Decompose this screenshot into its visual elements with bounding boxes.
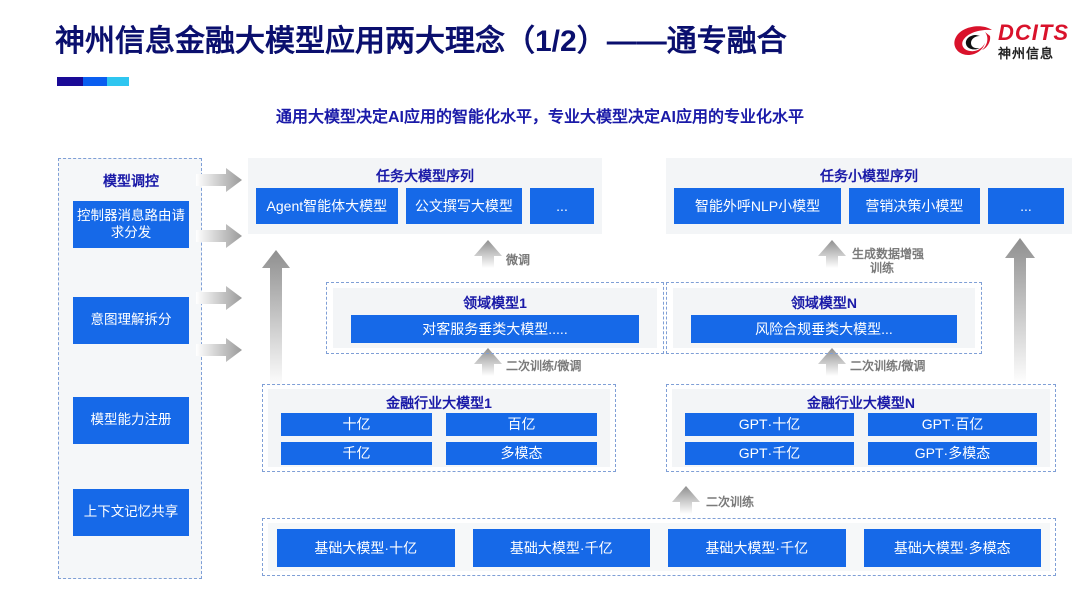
logo-cn-text: 神州信息 [998,46,1055,61]
industry-model-n-panel: 金融行业大模型N GPT·十亿 GPT·百亿 GPT·千亿 GPT·多模态 [666,384,1056,472]
base-model-chips: 基础大模型·十亿 基础大模型·千亿 基础大模型·千亿 基础大模型·多模态 [277,529,1041,567]
industry-model-1-title: 金融行业大模型1 [386,395,492,411]
page-subtitle: 通用大模型决定AI应用的智能化水平，专业大模型决定AI应用的专业化水平 [275,109,804,126]
accent-segment-3 [107,77,129,86]
arrow-right-4 [196,338,242,362]
architecture-stage: 任务大模型序列 Agent智能体大模型 公文撰写大模型 ... 任务小模型序列 … [248,158,1072,579]
arrow-up-domain-to-task-right [818,240,846,268]
chip-ind1-multimodal[interactable]: 多模态 [446,442,597,465]
chip-indn-gpt-hundred-billion[interactable]: GPT·千亿 [685,442,854,465]
arrow-up-base-to-industry [672,486,700,514]
logo-text: DCITS 神州信息 [998,22,1069,62]
task-large-model-chips: Agent智能体大模型 公文撰写大模型 ... [256,188,594,224]
chip-customer-service-vertical-model[interactable]: 对客服务垂类大模型..... [351,315,639,343]
logo-en-text: DCITS [998,20,1069,45]
arrow-right-3 [196,286,242,310]
model-control-panel: 模型调控 控制器消息路由请求分发 意图理解拆分 模型能力注册 上下文记忆共享 [58,158,202,579]
domain-model-1-panel: 领域模型1 对客服务垂类大模型..... [326,282,664,354]
base-model-panel: 基础大模型·十亿 基础大模型·千亿 基础大模型·千亿 基础大模型·多模态 [262,518,1056,576]
chip-base-multimodal[interactable]: 基础大模型·多模态 [863,529,1041,567]
chip-ind1-ten-billion[interactable]: 百亿 [446,413,597,436]
chip-indn-gpt-multimodal[interactable]: GPT·多模态 [868,442,1037,465]
chip-indn-gpt-ten-billion[interactable]: GPT·百亿 [868,413,1037,436]
arrow-right-1 [196,168,242,192]
chip-base-billion[interactable]: 基础大模型·十亿 [277,529,455,567]
label-finetune: 微调 [506,253,531,267]
industry-model-1-chips: 十亿 百亿 千亿 多模态 [281,413,597,465]
accent-bar [57,77,129,86]
chip-base-hundred-billion-1[interactable]: 基础大模型·千亿 [472,529,650,567]
industry-model-n-title: 金融行业大模型N [806,395,916,411]
sidebar-item-context-memory[interactable]: 上下文记忆共享 [73,489,189,536]
industry-model-n-chips: GPT·十亿 GPT·百亿 GPT·千亿 GPT·多模态 [685,413,1037,465]
label-retrain-finetune-left: 二次训练/微调 [506,359,582,373]
chip-marketing-decision-small-model[interactable]: 营销决策小模型 [848,188,980,224]
domain-model-n-title: 领域模型N [790,295,858,311]
arrow-up-domain-to-task-finetune [474,240,502,268]
chip-task-small-more[interactable]: ... [987,188,1064,224]
page-title: 神州信息金融大模型应用两大理念（1/2）——通专融合 [55,25,787,58]
label-retrain-finetune-right: 二次训练/微调 [850,359,926,373]
arrow-right-2 [196,224,242,248]
domain-model-1-title: 领域模型1 [463,295,527,311]
model-control-title: 模型调控 [103,173,159,189]
sidebar-item-capability-registry[interactable]: 模型能力注册 [73,397,189,444]
chip-indn-gpt-billion[interactable]: GPT·十亿 [685,413,854,436]
page-header: 神州信息金融大模型应用两大理念（1/2）——通专融合 通用大模型决定AI应用的智… [0,0,1080,140]
task-small-model-sequence-panel: 任务小模型序列 智能外呼NLP小模型 营销决策小模型 ... [666,158,1072,234]
domain-model-n-panel: 领域模型N 风险合规垂类大模型... [666,282,982,354]
label-data-augment-line1: 生成数据增强 [852,247,925,261]
company-logo: DCITS 神州信息 [952,22,1072,70]
industry-model-1-panel: 金融行业大模型1 十亿 百亿 千亿 多模态 [262,384,616,472]
dcits-swirl-icon [954,26,992,55]
sidebar-item-intent-parsing[interactable]: 意图理解拆分 [73,297,189,344]
chip-task-large-more[interactable]: ... [530,188,594,224]
arrow-up-industry-to-task-left [262,250,290,388]
label-retrain: 二次训练 [706,495,755,509]
arrow-up-industry-to-task-right-tall [1005,238,1035,384]
task-small-model-chips: 智能外呼NLP小模型 营销决策小模型 ... [674,188,1064,224]
chip-base-hundred-billion-2[interactable]: 基础大模型·千亿 [668,529,846,567]
chip-ind1-billion[interactable]: 十亿 [281,413,432,436]
sidebar-item-controller-routing[interactable]: 控制器消息路由请求分发 [73,201,189,248]
chip-document-writing-large-model[interactable]: 公文撰写大模型 [405,188,523,224]
task-large-model-sequence-panel: 任务大模型序列 Agent智能体大模型 公文撰写大模型 ... [248,158,602,234]
chip-agent-large-model[interactable]: Agent智能体大模型 [256,188,398,224]
task-small-model-sequence-title: 任务小模型序列 [820,168,918,184]
sidebar-flow-arrows [196,168,242,362]
label-data-augment-line2: 训练 [870,261,895,275]
chip-ind1-hundred-billion[interactable]: 千亿 [281,442,432,465]
task-large-model-sequence-title: 任务大模型序列 [376,168,474,184]
accent-segment-2 [83,77,107,86]
chip-outbound-nlp-small-model[interactable]: 智能外呼NLP小模型 [674,188,841,224]
chip-risk-compliance-vertical-model[interactable]: 风险合规垂类大模型... [691,315,957,343]
accent-segment-1 [57,77,83,86]
